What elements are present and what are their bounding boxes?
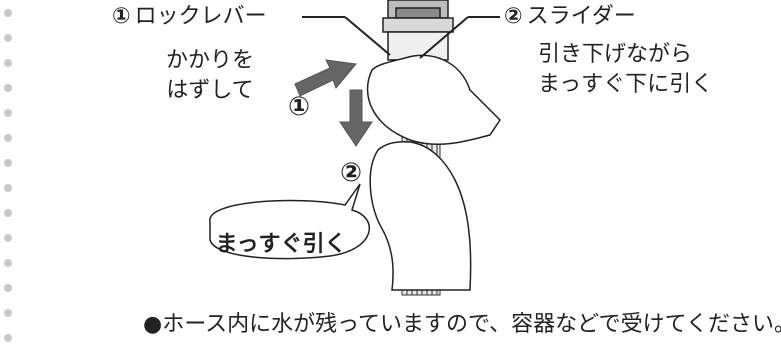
- lock-lever-note: かかりを はずして: [140, 46, 280, 106]
- caution-line: ●ホース内に水が残っていますので、容器などで受けてください。: [143, 306, 781, 338]
- caution-text: ホース内に水が残っていますので、容器などで受けてください。: [162, 312, 781, 337]
- pull-arrow: [339, 89, 373, 147]
- upper-hand: [366, 54, 501, 146]
- speech-bubble: [209, 183, 370, 260]
- bullet-icon: ●: [143, 312, 163, 337]
- note-line: まっすぐ下に引く: [538, 72, 714, 97]
- margin-dots: [4, 9, 12, 342]
- slider-number: ②: [504, 4, 523, 29]
- bubble-text: まっすぐ引く: [215, 232, 347, 257]
- slider-text: スライダー: [526, 4, 636, 29]
- slider-note: 引き下げながら まっすぐ下に引く: [538, 40, 713, 100]
- step-two-marker: ②: [340, 158, 363, 188]
- lock-lever-text: ロックレバー: [134, 4, 267, 29]
- step-one-marker: ①: [288, 92, 311, 122]
- note-line: はずして: [166, 78, 254, 103]
- note-line: 引き下げながら: [538, 42, 693, 67]
- lower-hand: [369, 141, 472, 291]
- note-line: かかりを: [165, 48, 254, 73]
- lock-lever-number: ①: [112, 4, 131, 29]
- push-arrow: [294, 59, 357, 97]
